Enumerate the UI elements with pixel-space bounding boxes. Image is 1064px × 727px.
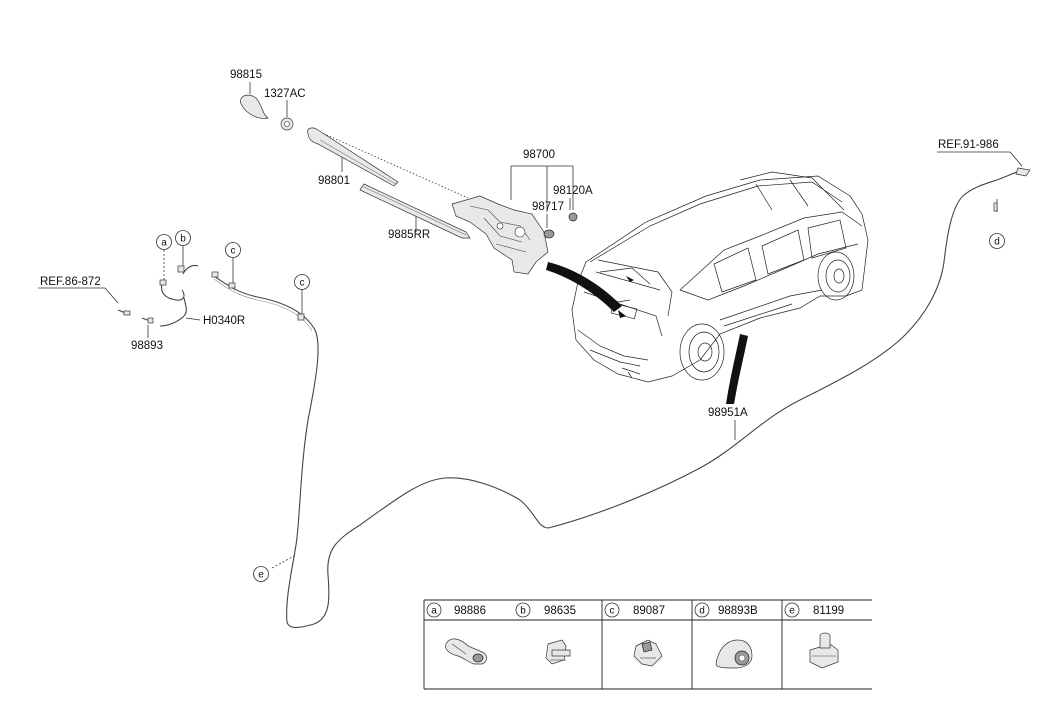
hose-clips — [123, 167, 1031, 324]
legend-image-e — [809, 632, 839, 669]
legend-letter-a: a — [431, 606, 437, 617]
label-98951A: 98951A — [708, 407, 748, 419]
legend-part-a: 98886 — [454, 605, 486, 617]
wiper-cap-part — [240, 94, 269, 119]
legend-letter-c: c — [610, 606, 615, 617]
legend-letter-e: e — [789, 606, 795, 617]
circle-b: b — [180, 234, 186, 245]
washer-hose — [117, 169, 1025, 629]
label-H0340R: H0340R — [203, 315, 245, 327]
legend-letter-d: d — [699, 606, 705, 617]
circle-d: d — [994, 237, 1000, 248]
label-98120A: 98120A — [553, 185, 593, 197]
grommet-part — [543, 229, 555, 239]
circle-c-2: c — [300, 278, 305, 289]
label-98815: 98815 — [230, 69, 262, 81]
callout-labels: 98815 1327AC 98801 9885RR 98700 98120A 9… — [40, 69, 999, 419]
circle-c-1: c — [231, 246, 236, 257]
legend-image-c — [633, 639, 663, 667]
legend-part-d: 98893B — [718, 605, 758, 617]
legend-image-a — [445, 638, 487, 665]
legend-image-d — [715, 639, 753, 669]
label-ref-91-986: REF.91-986 — [938, 139, 999, 151]
label-9885RR: 9885RR — [388, 229, 430, 241]
motor-nut-part — [568, 212, 578, 222]
legend-letter-b: b — [520, 606, 526, 617]
label-98893: 98893 — [131, 340, 163, 352]
circle-e: e — [258, 570, 264, 581]
vehicle-illustration — [571, 171, 869, 383]
label-98700: 98700 — [523, 149, 555, 161]
legend-part-c: 89087 — [633, 605, 665, 617]
legend-part-e: 81199 — [813, 605, 844, 617]
circle-markers: a b c c d e — [156, 230, 1005, 582]
wiper-parts — [240, 94, 578, 275]
label-ref-86-872: REF.86-872 — [40, 276, 101, 288]
circle-a: a — [161, 238, 167, 249]
legend-image-b — [545, 639, 571, 665]
location-arrows — [546, 262, 748, 404]
leader-lines — [38, 82, 1023, 569]
label-98717: 98717 — [532, 201, 564, 213]
label-98801: 98801 — [318, 175, 350, 187]
legend-table: a 98886 b 98635 c 89087 d 98893B e 81199 — [423, 599, 872, 690]
wiper-motor-part — [451, 195, 549, 275]
label-1327AC: 1327AC — [264, 88, 306, 100]
legend-part-b: 98635 — [544, 605, 576, 617]
